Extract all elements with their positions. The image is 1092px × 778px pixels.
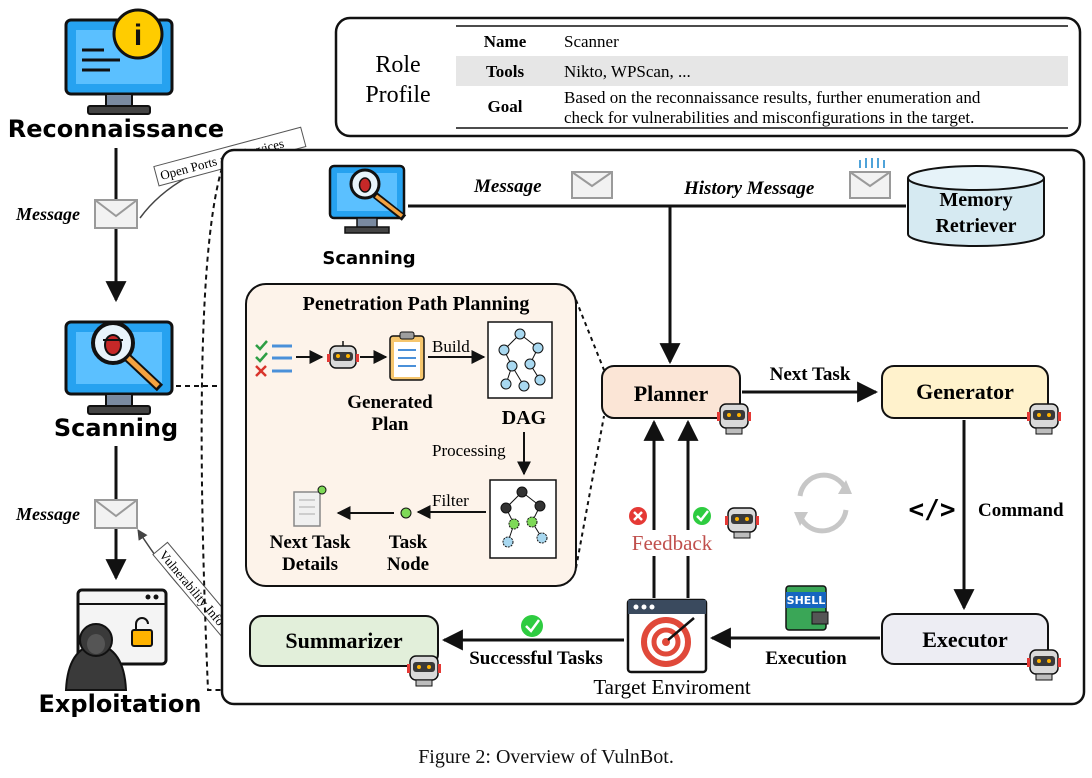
build-label: Build [432, 337, 470, 356]
role-row-key: Goal [488, 97, 523, 116]
ppp-dashed-link [575, 415, 605, 569]
message-label-2: Message [15, 504, 80, 524]
execution-label: Execution [765, 648, 847, 669]
planner-label: Planner [634, 381, 709, 406]
processed-dag-icon [489, 479, 557, 559]
envelope-icon [571, 171, 613, 199]
robot-icon [717, 403, 751, 435]
role-profile-stripe [456, 56, 1068, 86]
scanning-label-left: Scanning [54, 414, 178, 442]
reconnaissance-monitor-icon: i [64, 8, 174, 115]
summarizer-label: Summarizer [285, 628, 403, 653]
dashed-connector [200, 167, 223, 691]
generator-box [881, 365, 1049, 419]
target-environment-label: Target Enviroment [593, 675, 751, 699]
generated-plan-label-1: Generated [347, 392, 433, 413]
dag-graph-icon [487, 321, 553, 399]
task-node-label-2: Node [387, 554, 429, 575]
exploitation-hacker-icon [64, 588, 168, 691]
clipboard-icon [389, 331, 425, 381]
check-status-icon [521, 615, 543, 637]
memory-retriever-label-2: Retriever [935, 215, 1016, 237]
executor-label: Executor [922, 627, 1008, 652]
task-node-dot [400, 507, 412, 519]
next-task-details-label-2: Details [282, 554, 338, 575]
role-row-value: Scanner [564, 32, 619, 51]
robot-icon [1027, 649, 1061, 681]
memory-retriever-label-1: Memory [939, 189, 1012, 211]
ppp-title: Penetration Path Planning [303, 293, 530, 315]
role-row-value: check for vulnerabilities and misconfigu… [564, 108, 974, 127]
envelope-icon [94, 499, 138, 529]
target-environment-icon [626, 598, 708, 674]
refresh-cycle-icon [794, 472, 852, 534]
checklist-icon [255, 340, 292, 377]
reconnaissance-label: Reconnaissance [8, 115, 224, 143]
shell-terminal-icon [785, 585, 829, 631]
processing-label: Processing [432, 441, 506, 460]
robot-icon [1027, 403, 1061, 435]
envelope-icon [94, 199, 138, 229]
feedback-label: Feedback [632, 531, 713, 555]
task-node-label-1: Task [389, 532, 428, 553]
role-profile-title-2: Profile [365, 82, 430, 108]
next-task-label: Next Task [770, 364, 851, 385]
document-scroll-icon [293, 485, 327, 527]
role-row-key: Name [484, 32, 527, 51]
successful-tasks-label: Successful Tasks [469, 648, 603, 669]
message-label-1: Message [15, 204, 80, 224]
robot-icon [725, 507, 759, 539]
robot-icon [407, 655, 441, 687]
figure-caption: Figure 2: Overview of VulnBot. [418, 746, 674, 768]
next-task-details-label-1: Next Task [270, 532, 351, 553]
cross-status-icon [629, 507, 647, 525]
executor-box [881, 613, 1049, 665]
role-row-key: Tools [486, 62, 525, 81]
planner-box [601, 365, 741, 419]
dag-label: DAG [502, 407, 547, 429]
scanning-label-inner: Scanning [322, 248, 415, 269]
exploitation-label: Exploitation [39, 690, 202, 718]
filter-label: Filter [432, 491, 469, 510]
message-label-inner: Message [473, 176, 542, 197]
generator-label: Generator [916, 379, 1014, 404]
generated-plan-label-2: Plan [372, 414, 409, 435]
role-row-value: Based on the reconnaissance results, fur… [564, 88, 981, 107]
svg-text:i: i [134, 19, 142, 52]
role-row-value: Nikto, WPScan, ... [564, 62, 691, 81]
role-profile-title-1: Role [375, 52, 420, 78]
robot-icon [327, 341, 359, 369]
command-label: Command [978, 500, 1064, 521]
history-envelope-icon [849, 158, 891, 199]
memory-retriever-cylinder [907, 165, 1045, 247]
shell-label: SHELL [787, 594, 826, 607]
check-status-icon [693, 507, 711, 525]
scanning-monitor-icon [328, 164, 407, 234]
summarizer-box [249, 615, 439, 667]
scanning-monitor-icon [64, 320, 174, 415]
history-message-label: History Message [683, 178, 815, 199]
code-icon: </> [909, 495, 956, 525]
feedback-label-bg [624, 530, 720, 556]
